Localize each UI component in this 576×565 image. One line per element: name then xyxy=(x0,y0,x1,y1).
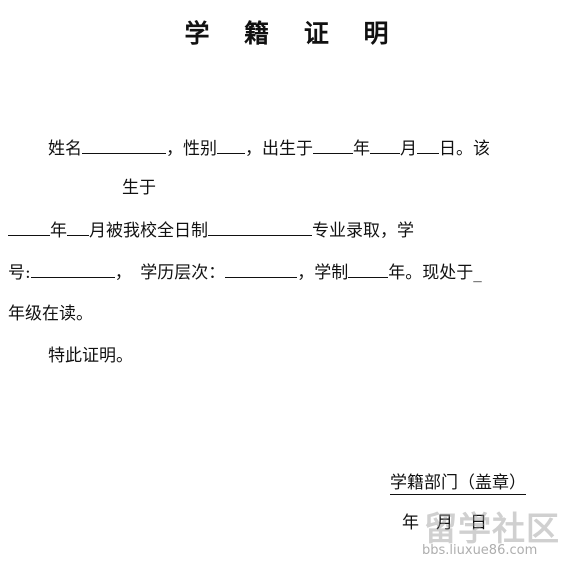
line-closing: 特此证明。 xyxy=(48,346,133,366)
line-born-in: 生于 xyxy=(122,178,156,198)
line-student-id: 号:， 学历层次：，学制年。现处于_ xyxy=(8,260,482,285)
line-enrollment: 年月被我校全日制专业录取，学 xyxy=(8,218,414,243)
signature-date: 年 月 日 xyxy=(402,513,487,533)
blank-name xyxy=(82,136,166,154)
blank-enroll-year xyxy=(8,218,50,236)
blank-duration xyxy=(348,260,389,278)
blank-birth-month xyxy=(370,136,400,154)
blank-birth-day xyxy=(417,136,439,154)
watermark-logo: 留学社区 xyxy=(424,509,560,548)
blank-major xyxy=(208,218,312,236)
blank-student-id xyxy=(30,260,115,278)
blank-birth-year xyxy=(313,136,353,154)
line-grade: 年级在读。 xyxy=(8,304,93,324)
blank-enroll-month xyxy=(67,218,89,236)
document-title: 学 籍 证 明 xyxy=(184,19,402,48)
line-name-gender-birth: 姓名，性别，出生于年月日。该 xyxy=(48,136,490,161)
watermark-url: bbs.liuxue86.com xyxy=(422,543,538,558)
blank-education-level xyxy=(225,260,298,278)
blank-gender xyxy=(217,136,245,154)
signature-department: 学籍部门（盖章） xyxy=(390,468,526,495)
